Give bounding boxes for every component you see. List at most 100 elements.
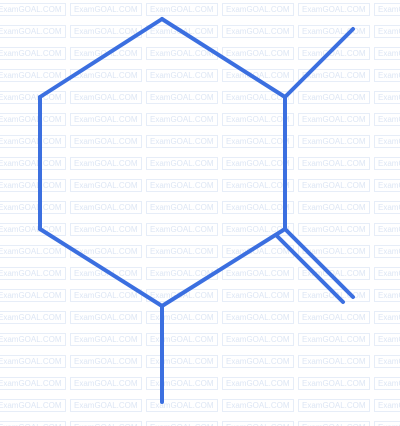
watermark-tile: ExamGOAL.COM xyxy=(374,3,400,16)
watermark-tile: ExamGOAL.COM xyxy=(0,223,66,236)
watermark-tile: ExamGOAL.COM xyxy=(146,333,218,346)
ring-bond-4 xyxy=(38,227,164,308)
watermark-tile: ExamGOAL.COM xyxy=(0,69,66,82)
watermark-tile: ExamGOAL.COM xyxy=(0,311,66,324)
watermark-tile: ExamGOAL.COM xyxy=(0,399,66,412)
watermark-tile: ExamGOAL.COM xyxy=(298,113,370,126)
watermark-tile: ExamGOAL.COM xyxy=(146,113,218,126)
watermark-tile: ExamGOAL.COM xyxy=(70,289,142,302)
watermark-tile: ExamGOAL.COM xyxy=(146,311,218,324)
watermark-tile: ExamGOAL.COM xyxy=(222,157,294,170)
watermark-tile: ExamGOAL.COM xyxy=(298,69,370,82)
watermark-tile: ExamGOAL.COM xyxy=(222,113,294,126)
watermark-tile: ExamGOAL.COM xyxy=(374,25,400,38)
watermark-tile: ExamGOAL.COM xyxy=(298,201,370,214)
watermark-tile: ExamGOAL.COM xyxy=(374,69,400,82)
watermark-tile: ExamGOAL.COM xyxy=(70,91,142,104)
watermark-tile: ExamGOAL.COM xyxy=(298,3,370,16)
watermark-tile: ExamGOAL.COM xyxy=(374,421,400,426)
watermark-tile: ExamGOAL.COM xyxy=(70,421,142,426)
watermark-tile: ExamGOAL.COM xyxy=(374,399,400,412)
watermark-tile: ExamGOAL.COM xyxy=(374,267,400,280)
watermark-tile: ExamGOAL.COM xyxy=(146,91,218,104)
watermark-tile: ExamGOAL.COM xyxy=(222,267,294,280)
watermark-tile: ExamGOAL.COM xyxy=(222,179,294,192)
watermark-tile: ExamGOAL.COM xyxy=(298,245,370,258)
watermark-tile: ExamGOAL.COM xyxy=(298,179,370,192)
watermark-tile: ExamGOAL.COM xyxy=(222,47,294,60)
ring-bond-6 xyxy=(38,17,164,99)
watermark-tile: ExamGOAL.COM xyxy=(298,223,370,236)
watermark-tile: ExamGOAL.COM xyxy=(374,223,400,236)
watermark-tile: ExamGOAL.COM xyxy=(0,333,66,346)
watermark-tile: ExamGOAL.COM xyxy=(0,3,66,16)
watermark-tile: ExamGOAL.COM xyxy=(146,157,218,170)
watermark-tile: ExamGOAL.COM xyxy=(222,91,294,104)
watermark-tile: ExamGOAL.COM xyxy=(374,47,400,60)
watermark-tile: ExamGOAL.COM xyxy=(70,157,142,170)
watermark-tile: ExamGOAL.COM xyxy=(146,421,218,426)
watermark-tile: ExamGOAL.COM xyxy=(146,179,218,192)
watermark-tile: ExamGOAL.COM xyxy=(0,157,66,170)
watermark-tile: ExamGOAL.COM xyxy=(0,91,66,104)
watermark-tile: ExamGOAL.COM xyxy=(0,421,66,426)
watermark-tile: ExamGOAL.COM xyxy=(146,223,218,236)
watermark-tile: ExamGOAL.COM xyxy=(222,25,294,38)
ring-bond-3 xyxy=(160,227,287,308)
watermark-tile: ExamGOAL.COM xyxy=(0,179,66,192)
watermark-tile: ExamGOAL.COM xyxy=(0,135,66,148)
watermark-tile: ExamGOAL.COM xyxy=(70,179,142,192)
watermark-tile: ExamGOAL.COM xyxy=(146,399,218,412)
watermark-tile: ExamGOAL.COM xyxy=(0,113,66,126)
watermark-tile: ExamGOAL.COM xyxy=(70,399,142,412)
exocyclic-double-bond-b xyxy=(274,233,345,304)
watermark-tile: ExamGOAL.COM xyxy=(298,25,370,38)
watermark-tile: ExamGOAL.COM xyxy=(70,201,142,214)
watermark-tile: ExamGOAL.COM xyxy=(222,311,294,324)
watermark-tile: ExamGOAL.COM xyxy=(298,333,370,346)
watermark-tile: ExamGOAL.COM xyxy=(0,25,66,38)
watermark-tile: ExamGOAL.COM xyxy=(146,135,218,148)
watermark-tile: ExamGOAL.COM xyxy=(298,311,370,324)
watermark-tile: ExamGOAL.COM xyxy=(70,355,142,368)
watermark-tile: ExamGOAL.COM xyxy=(374,333,400,346)
watermark-tile: ExamGOAL.COM xyxy=(146,3,218,16)
watermark-tile: ExamGOAL.COM xyxy=(70,267,142,280)
watermark-tile: ExamGOAL.COM xyxy=(298,135,370,148)
watermark-tile: ExamGOAL.COM xyxy=(374,157,400,170)
watermark-tile: ExamGOAL.COM xyxy=(222,135,294,148)
watermark-tile: ExamGOAL.COM xyxy=(222,289,294,302)
watermark-tile: ExamGOAL.COM xyxy=(222,201,294,214)
watermark-tile: ExamGOAL.COM xyxy=(0,355,66,368)
watermark-tile: ExamGOAL.COM xyxy=(374,289,400,302)
watermark-tile: ExamGOAL.COM xyxy=(70,377,142,390)
ring-bond-1 xyxy=(160,17,287,99)
watermark-tile: ExamGOAL.COM xyxy=(374,377,400,390)
watermark-tile: ExamGOAL.COM xyxy=(0,245,66,258)
watermark-tile: ExamGOAL.COM xyxy=(374,135,400,148)
watermark-tile: ExamGOAL.COM xyxy=(298,91,370,104)
watermark-tile: ExamGOAL.COM xyxy=(222,421,294,426)
watermark-tile: ExamGOAL.COM xyxy=(70,113,142,126)
watermark-tile: ExamGOAL.COM xyxy=(222,355,294,368)
watermark-tile: ExamGOAL.COM xyxy=(70,333,142,346)
watermark-tile: ExamGOAL.COM xyxy=(70,311,142,324)
watermark-tile: ExamGOAL.COM xyxy=(298,157,370,170)
watermark-tile: ExamGOAL.COM xyxy=(374,201,400,214)
methyl-bond-top-right xyxy=(283,27,355,99)
watermark-tile: ExamGOAL.COM xyxy=(0,47,66,60)
watermark-tile: ExamGOAL.COM xyxy=(146,69,218,82)
watermark-tile: ExamGOAL.COM xyxy=(222,377,294,390)
watermark-tile: ExamGOAL.COM xyxy=(222,223,294,236)
watermark-tile: ExamGOAL.COM xyxy=(298,355,370,368)
watermark-tile: ExamGOAL.COM xyxy=(70,223,142,236)
watermark-tile: ExamGOAL.COM xyxy=(298,421,370,426)
watermark-tile: ExamGOAL.COM xyxy=(298,377,370,390)
watermark-tile: ExamGOAL.COM xyxy=(70,135,142,148)
watermark-tile: ExamGOAL.COM xyxy=(0,377,66,390)
watermark-tile: ExamGOAL.COM xyxy=(70,245,142,258)
watermark-tile: ExamGOAL.COM xyxy=(146,201,218,214)
watermark-tile: ExamGOAL.COM xyxy=(374,113,400,126)
watermark-tile: ExamGOAL.COM xyxy=(222,399,294,412)
